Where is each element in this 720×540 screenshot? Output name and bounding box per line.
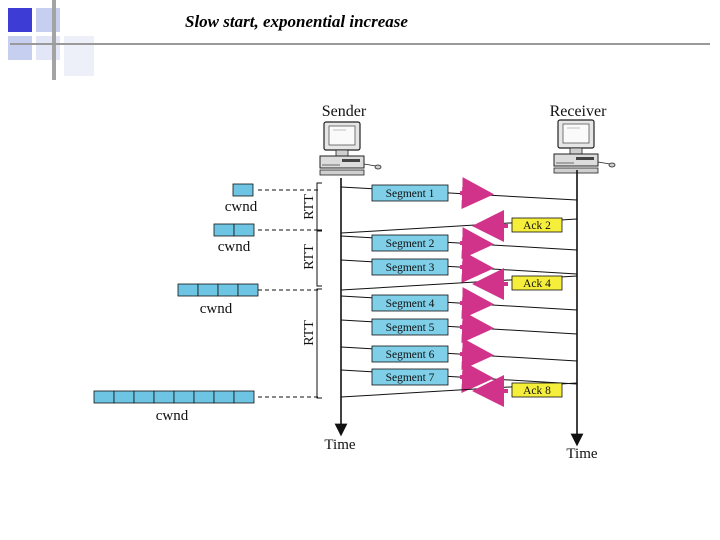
ack-label: Ack 4 (523, 278, 551, 290)
cwnd-cell (197, 283, 219, 297)
cwnd-label: cwnd (156, 408, 189, 424)
corner-vertical-bar (52, 0, 56, 80)
segment-arrow-7: Segment 7 (340, 361, 578, 394)
receiver-time-label: Time (566, 446, 597, 462)
corner-square-dark (8, 8, 32, 32)
sender-time-label: Time (324, 437, 355, 453)
cwnd-cell (193, 390, 215, 404)
segment-label: Segment 7 (386, 372, 435, 384)
rtt-label: RTT (302, 320, 317, 346)
cwnd-label: cwnd (225, 199, 258, 215)
rtt-bracket-3 (316, 288, 322, 399)
cwnd-cell (233, 390, 255, 404)
rtt-label: RTT (302, 244, 317, 270)
rtt-bracket-1 (316, 182, 322, 231)
cwnd-cell (213, 390, 235, 404)
sender-label: Sender (322, 103, 367, 120)
cwnd-cell (153, 390, 175, 404)
cwnd-cell (177, 283, 199, 297)
segment-label: Segment 6 (386, 349, 435, 361)
segment-label: Segment 3 (386, 262, 435, 274)
cwnd-cell (93, 390, 115, 404)
receiver-label: Receiver (550, 103, 608, 120)
cwnd-cell (133, 390, 155, 404)
cwnd-cell (233, 223, 255, 237)
ack-label: Ack 8 (523, 385, 551, 397)
segment-label: Segment 2 (386, 238, 435, 250)
corner-square-light (36, 8, 60, 32)
sender-computer-icon (319, 121, 382, 176)
corner-square-light (64, 36, 94, 76)
cwnd-label: cwnd (200, 301, 233, 317)
corner-square-light (36, 36, 60, 60)
cwnd-window-2 (213, 223, 255, 237)
segment-label: Segment 5 (386, 322, 435, 334)
cwnd-window-1 (232, 183, 254, 197)
segment-arrow-2: Segment 2 (340, 227, 578, 260)
segment-arrow-6: Segment 6 (340, 338, 578, 371)
receiver-computer-icon (553, 119, 616, 174)
cwnd-label: cwnd (218, 239, 251, 255)
cwnd-cell (173, 390, 195, 404)
slide-title: Slow start, exponential increase (185, 12, 408, 31)
cwnd-window-8 (93, 390, 255, 404)
cwnd-cell (232, 183, 254, 197)
ack-arrow-3: Ack 8 (340, 375, 578, 407)
segment-arrow-5: Segment 5 (340, 311, 578, 344)
ack-arrow-1: Ack 2 (340, 210, 578, 242)
segment-arrow-1: Segment 1 (340, 177, 578, 210)
title-underline (10, 43, 710, 45)
rtt-label: RTT (302, 194, 317, 220)
segment-label: Segment 4 (386, 298, 435, 310)
cwnd-cell (213, 223, 235, 237)
cwnd-cell (237, 283, 259, 297)
corner-square-light (8, 36, 32, 60)
ack-label: Ack 2 (523, 220, 551, 232)
segment-arrow-4: Segment 4 (340, 287, 578, 320)
ack-arrow-2: Ack 4 (340, 268, 578, 300)
segment-label: Segment 1 (386, 188, 435, 200)
segment-arrow-3: Segment 3 (340, 251, 578, 284)
cwnd-window-4 (177, 283, 259, 297)
cwnd-cell (113, 390, 135, 404)
rtt-bracket-2 (316, 230, 322, 287)
cwnd-cell (217, 283, 239, 297)
